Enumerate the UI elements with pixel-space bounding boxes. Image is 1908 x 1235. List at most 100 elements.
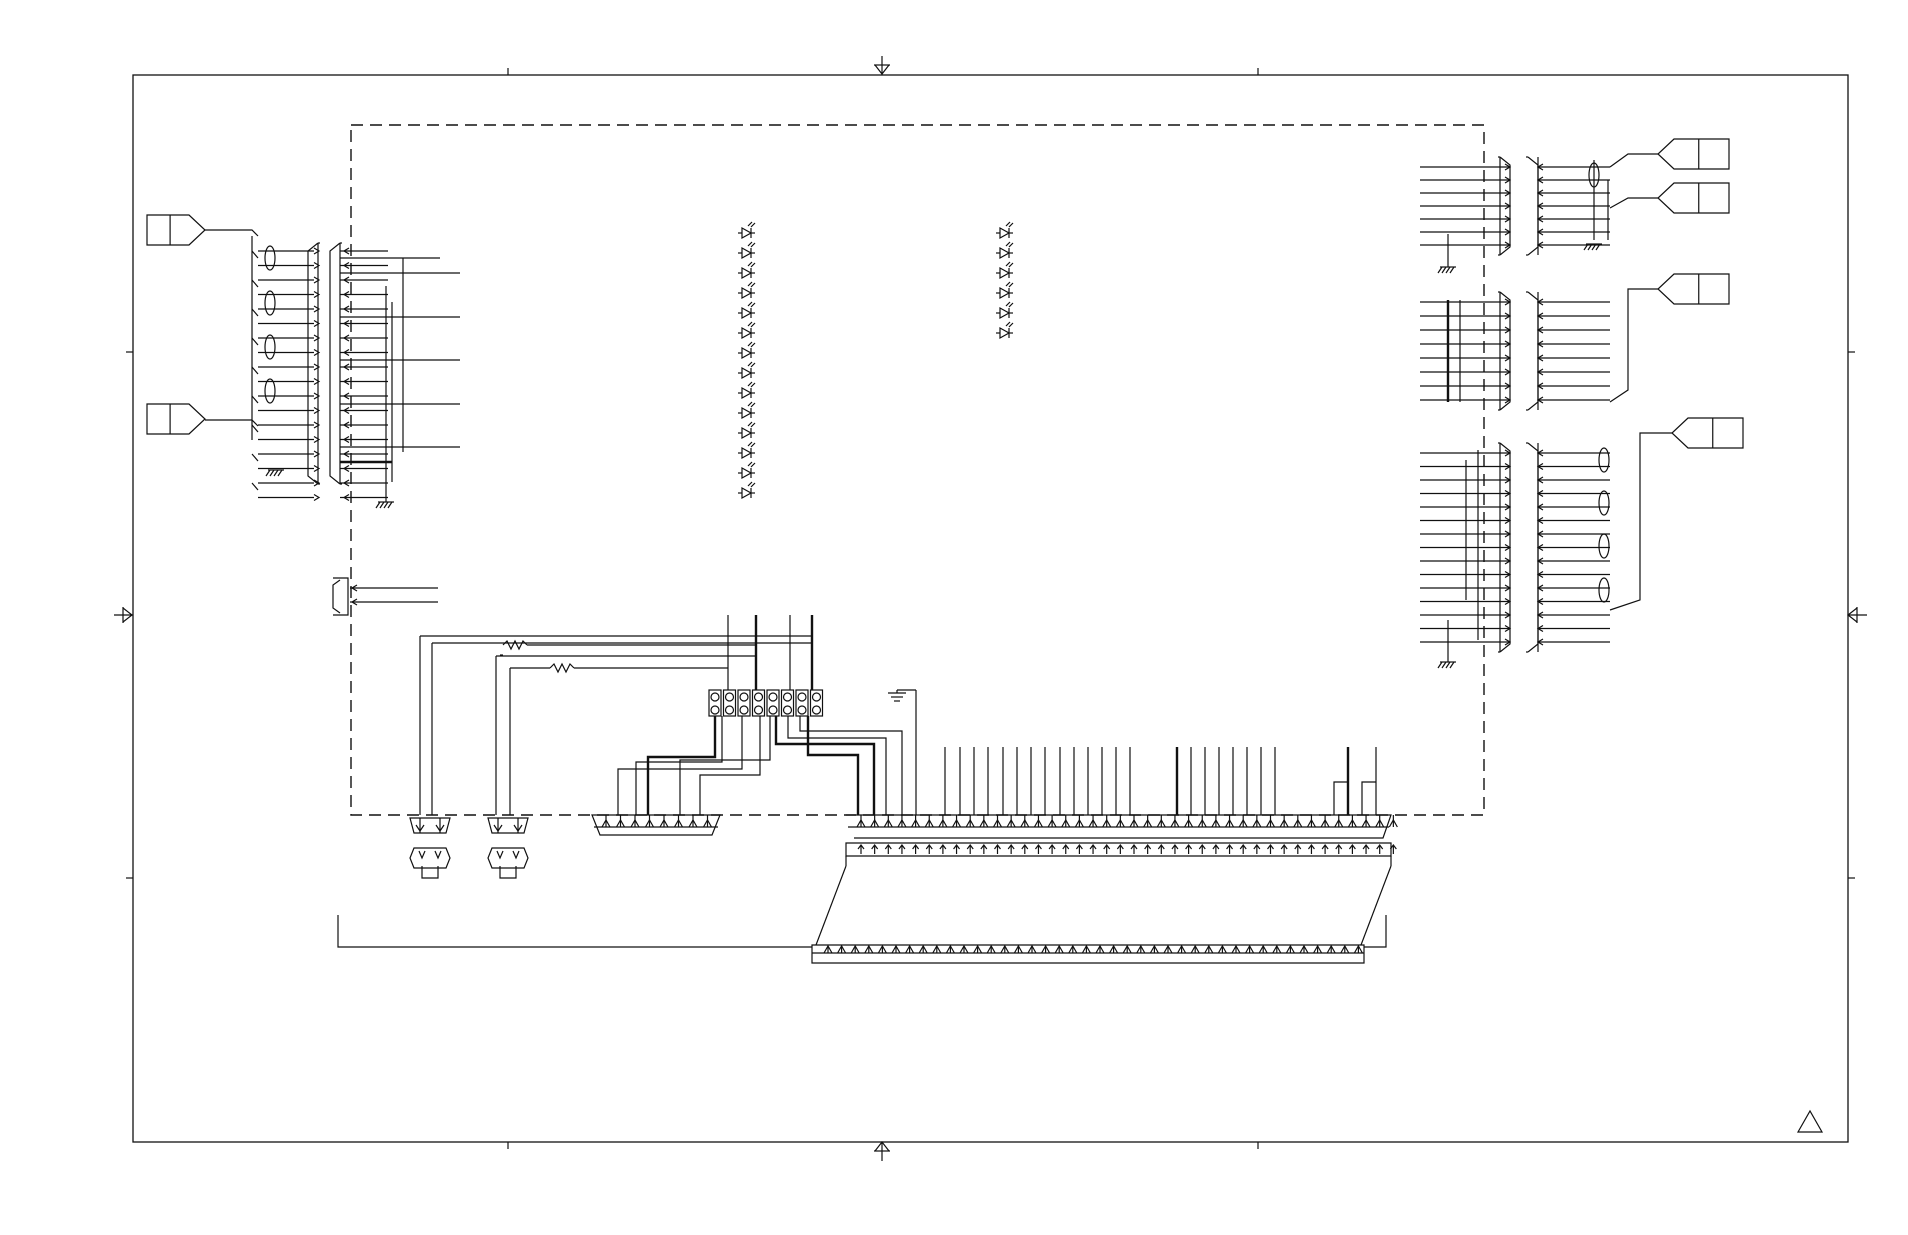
led-indicator-icon bbox=[738, 421, 756, 440]
header-body-b bbox=[1526, 442, 1539, 653]
header-pin bbox=[1420, 597, 1610, 606]
left-header-pin bbox=[251, 276, 388, 288]
bottom-small-header-2 bbox=[487, 817, 529, 879]
left-aux-header bbox=[332, 577, 438, 616]
left-header-pin bbox=[258, 377, 388, 386]
header-pin bbox=[1420, 326, 1610, 334]
jumper-block bbox=[751, 689, 766, 717]
header-pin bbox=[1420, 312, 1610, 320]
led-indicator-icon bbox=[738, 241, 756, 260]
revision-triangle-icon bbox=[1796, 1109, 1824, 1133]
jumper-block bbox=[766, 689, 780, 717]
shielded-pair-icon bbox=[1598, 490, 1610, 516]
left-plug-top bbox=[146, 214, 206, 246]
header-pin bbox=[1420, 611, 1610, 619]
header-pin bbox=[1420, 516, 1610, 525]
header-pin bbox=[1420, 584, 1610, 592]
cable-end-header bbox=[811, 944, 1365, 964]
header-pin bbox=[1420, 476, 1610, 484]
left-header-pin bbox=[258, 348, 388, 357]
bottom-small-header-1 bbox=[409, 817, 451, 879]
left-header-pin bbox=[258, 493, 388, 502]
flat-ribbon-cable bbox=[815, 842, 1397, 946]
shielded-pair-icon bbox=[264, 245, 276, 271]
led-indicator-icon bbox=[996, 321, 1014, 340]
led-indicator-icon bbox=[738, 221, 756, 240]
header-pin bbox=[1420, 163, 1610, 171]
center-mark-top bbox=[874, 56, 890, 75]
shielded-pair-icon bbox=[264, 290, 276, 316]
header-pin bbox=[1420, 368, 1610, 376]
resistor-icon bbox=[502, 639, 528, 651]
jumper-block bbox=[737, 689, 751, 717]
header-pin bbox=[1420, 176, 1610, 184]
left-connector-group bbox=[146, 214, 460, 616]
jumper-block bbox=[780, 689, 795, 717]
led-indicator-icon bbox=[738, 341, 756, 360]
led-indicator-icon bbox=[738, 361, 756, 380]
center-mark-bottom bbox=[874, 1141, 890, 1161]
left-header-pin bbox=[251, 363, 388, 375]
center-mark-left bbox=[114, 607, 133, 623]
led-indicator-icon bbox=[996, 281, 1014, 300]
header-pin bbox=[1420, 638, 1610, 646]
header-pin bbox=[1420, 570, 1610, 579]
header-pin bbox=[1420, 449, 1610, 457]
header-pin bbox=[1420, 530, 1610, 538]
left-header-pin bbox=[251, 479, 388, 491]
right-plug-1 bbox=[1657, 138, 1730, 170]
left-plug-bottom bbox=[146, 403, 206, 435]
header-pin bbox=[1420, 189, 1610, 197]
header-pin bbox=[1420, 382, 1610, 390]
bottom-large-header bbox=[846, 814, 1398, 839]
led-indicator-icon bbox=[738, 321, 756, 340]
right-header-bottom bbox=[1420, 442, 1610, 653]
header-pin bbox=[1420, 298, 1610, 306]
led-indicator-icon bbox=[996, 301, 1014, 320]
right-plug-4 bbox=[1671, 417, 1744, 449]
right-connector-group bbox=[1420, 138, 1744, 669]
led-indicator-icon bbox=[738, 381, 756, 400]
jumper-block bbox=[809, 689, 824, 717]
drawing-frame bbox=[126, 68, 1855, 1149]
header-pin bbox=[1420, 241, 1610, 249]
left-header-pin bbox=[251, 421, 388, 433]
jumper-block bbox=[795, 689, 809, 717]
shielded-pair-icon bbox=[1598, 533, 1610, 559]
header-pin bbox=[1420, 340, 1610, 348]
led-indicator-icon bbox=[996, 241, 1014, 260]
right-plug-3 bbox=[1657, 273, 1730, 305]
left-header-pin bbox=[258, 464, 388, 473]
pcb-board-outline bbox=[350, 124, 1485, 816]
left-header-pin bbox=[258, 290, 388, 299]
led-indicator-icon bbox=[996, 221, 1014, 240]
right-header-mid bbox=[1420, 291, 1610, 411]
left-header-pin bbox=[258, 435, 388, 444]
left-header-pin bbox=[251, 450, 388, 462]
header-pin bbox=[1420, 202, 1610, 210]
header-pin bbox=[1420, 462, 1610, 471]
header-pin bbox=[1420, 396, 1610, 404]
header-pin bbox=[1420, 489, 1610, 498]
led-indicator-icon bbox=[738, 481, 756, 500]
left-header-pin bbox=[258, 261, 388, 270]
header-pin bbox=[1420, 543, 1610, 552]
led-indicator-icon bbox=[738, 281, 756, 300]
jumper-block bbox=[708, 689, 722, 717]
header-pin bbox=[1420, 228, 1610, 236]
header-body-b bbox=[1526, 291, 1539, 411]
header-body-b bbox=[1526, 156, 1539, 256]
header-pin bbox=[1420, 354, 1610, 362]
left-header-pin bbox=[251, 305, 388, 317]
resistor-icon bbox=[549, 662, 575, 674]
led-indicator-icon bbox=[738, 261, 756, 280]
shielded-pair-icon bbox=[1588, 162, 1600, 188]
bottom-mid-header bbox=[591, 814, 721, 836]
led-indicator-icon bbox=[738, 301, 756, 320]
right-header-top bbox=[1420, 156, 1610, 256]
header-pin bbox=[1420, 503, 1610, 511]
header-pin bbox=[1420, 557, 1610, 565]
bottom-connector-group bbox=[337, 747, 1398, 964]
shielded-pair-icon bbox=[264, 334, 276, 360]
